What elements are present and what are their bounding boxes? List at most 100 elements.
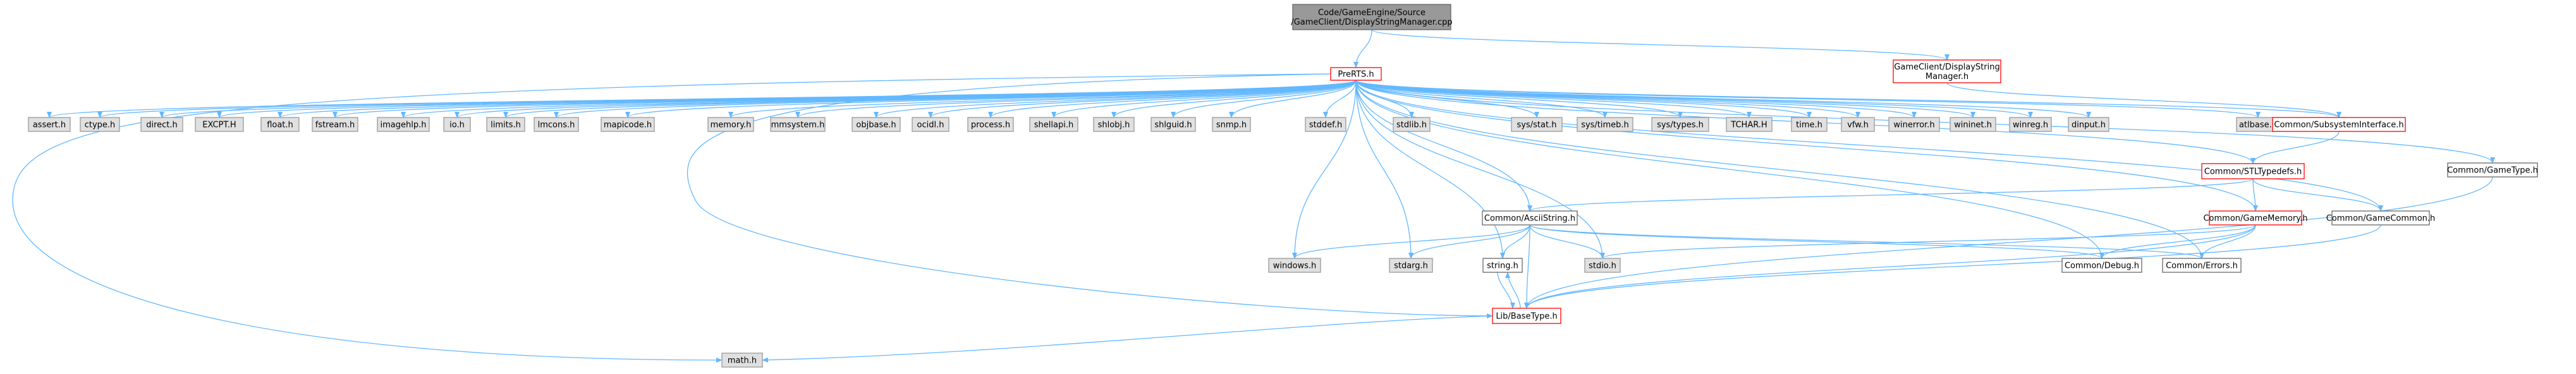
node-shellapi[interactable]: shellapi.h: [1029, 117, 1078, 132]
node-box[interactable]: [1292, 4, 1451, 30]
node-box[interactable]: [195, 117, 244, 132]
node-box[interactable]: [2272, 117, 2406, 132]
node-direct[interactable]: direct.h: [140, 117, 183, 132]
node-process[interactable]: process.h: [967, 117, 1014, 132]
node-box[interactable]: [1950, 117, 1996, 132]
node-box[interactable]: [28, 117, 71, 132]
node-box[interactable]: [2068, 117, 2109, 132]
node-imagehlp[interactable]: imagehlp.h: [377, 117, 430, 132]
node-prerts[interactable]: PreRTS.h: [1330, 67, 1382, 81]
node-io[interactable]: io.h: [443, 117, 471, 132]
node-subsys[interactable]: Common/SubsystemInterface.h: [2272, 117, 2406, 132]
node-box[interactable]: [912, 117, 949, 132]
node-ocidl[interactable]: ocidl.h: [912, 117, 949, 132]
node-box[interactable]: [534, 117, 579, 132]
node-box[interactable]: [140, 117, 183, 132]
node-systypes[interactable]: sys/types.h: [1651, 117, 1709, 132]
node-box[interactable]: [1726, 117, 1773, 132]
node-tchar[interactable]: TCHAR.H: [1726, 117, 1773, 132]
node-sysstat[interactable]: sys/stat.h: [1511, 117, 1563, 132]
node-box[interactable]: [1305, 117, 1346, 132]
node-box[interactable]: [1511, 117, 1563, 132]
node-windows[interactable]: windows.h: [1268, 258, 1321, 273]
node-asciistring[interactable]: Common/AsciiString.h: [1482, 210, 1578, 226]
node-box[interactable]: [1492, 308, 1561, 324]
node-box[interactable]: [1893, 59, 2001, 83]
node-gamememory[interactable]: Common/GameMemory.h: [2203, 210, 2308, 226]
node-box[interactable]: [1577, 117, 1633, 132]
node-stddef[interactable]: stddef.h: [1305, 117, 1346, 132]
node-box[interactable]: [1330, 67, 1382, 81]
node-atlbase[interactable]: atlbase.h: [2236, 117, 2280, 132]
node-systimeb[interactable]: sys/timeb.h: [1577, 117, 1633, 132]
node-time[interactable]: time.h: [1791, 117, 1828, 132]
node-memory[interactable]: memory.h: [707, 117, 754, 132]
node-box[interactable]: [1151, 117, 1196, 132]
node-box[interactable]: [1482, 258, 1523, 273]
node-box[interactable]: [260, 117, 300, 132]
node-box[interactable]: [2162, 258, 2242, 273]
node-box[interactable]: [443, 117, 471, 132]
node-lmcons[interactable]: lmcons.h: [534, 117, 579, 132]
node-box[interactable]: [852, 117, 901, 132]
node-shlguid[interactable]: shlguid.h: [1151, 117, 1196, 132]
node-box[interactable]: [967, 117, 1014, 132]
node-box[interactable]: [377, 117, 430, 132]
node-box[interactable]: [1268, 258, 1321, 273]
node-box[interactable]: [1791, 117, 1828, 132]
node-box[interactable]: [770, 117, 826, 132]
node-box[interactable]: [1389, 258, 1433, 273]
node-debug[interactable]: Common/Debug.h: [2061, 258, 2142, 273]
node-wininet[interactable]: wininet.h: [1950, 117, 1996, 132]
node-box[interactable]: [1651, 117, 1709, 132]
node-box[interactable]: [1212, 117, 1251, 132]
node-box[interactable]: [707, 117, 754, 132]
node-gametype[interactable]: Common/GameType.h: [2447, 162, 2538, 178]
node-winerror[interactable]: winerror.h: [1888, 117, 1940, 132]
node-fstream[interactable]: fstream.h: [312, 117, 358, 132]
node-box[interactable]: [1482, 210, 1578, 226]
node-stltypedefs[interactable]: Common/STLTypedefs.h: [2201, 163, 2305, 179]
node-box[interactable]: [1093, 117, 1135, 132]
node-dsm[interactable]: GameClient/DisplayStringManager.h: [1893, 59, 2001, 83]
node-objbase[interactable]: objbase.h: [852, 117, 901, 132]
node-stdarg[interactable]: stdarg.h: [1389, 258, 1433, 273]
node-mmsystem[interactable]: mmsystem.h: [770, 117, 826, 132]
node-box[interactable]: [312, 117, 358, 132]
node-string[interactable]: string.h: [1482, 258, 1523, 273]
node-box[interactable]: [1584, 258, 1621, 273]
node-box[interactable]: [721, 353, 763, 368]
node-box[interactable]: [601, 117, 655, 132]
node-stdio[interactable]: stdio.h: [1584, 258, 1621, 273]
node-ctype[interactable]: ctype.h: [80, 117, 120, 132]
node-box[interactable]: [2447, 162, 2538, 178]
node-assert[interactable]: assert.h: [28, 117, 71, 132]
node-box[interactable]: [2061, 258, 2142, 273]
node-shlobj[interactable]: shlobj.h: [1093, 117, 1135, 132]
node-root[interactable]: Code/GameEngine/Source/GameClient/Displa…: [1291, 4, 1453, 30]
node-basetype[interactable]: Lib/BaseType.h: [1492, 308, 1561, 324]
node-stdlib[interactable]: stdlib.h: [1393, 117, 1431, 132]
node-mapicode[interactable]: mapicode.h: [601, 117, 655, 132]
node-snmp[interactable]: snmp.h: [1212, 117, 1251, 132]
node-box[interactable]: [80, 117, 120, 132]
node-box[interactable]: [2009, 117, 2052, 132]
node-dinput[interactable]: dinput.h: [2068, 117, 2109, 132]
node-box[interactable]: [2201, 163, 2305, 179]
node-errors[interactable]: Common/Errors.h: [2162, 258, 2242, 273]
node-box[interactable]: [1393, 117, 1431, 132]
node-float[interactable]: float.h: [260, 117, 300, 132]
node-gamecommon[interactable]: Common/GameCommon.h: [2326, 210, 2436, 226]
node-box[interactable]: [486, 117, 525, 132]
node-box[interactable]: [1888, 117, 1940, 132]
node-winreg[interactable]: winreg.h: [2009, 117, 2052, 132]
node-box[interactable]: [2331, 210, 2430, 226]
node-limits[interactable]: limits.h: [486, 117, 525, 132]
edge-prerts-to-debug: [1355, 80, 2104, 259]
node-vfw[interactable]: vfw.h: [1841, 117, 1875, 132]
node-box[interactable]: [1841, 117, 1875, 132]
node-box[interactable]: [2209, 210, 2302, 226]
node-box[interactable]: [1029, 117, 1078, 132]
node-excpt[interactable]: EXCPT.H: [195, 117, 244, 132]
node-math[interactable]: math.h: [721, 353, 763, 368]
